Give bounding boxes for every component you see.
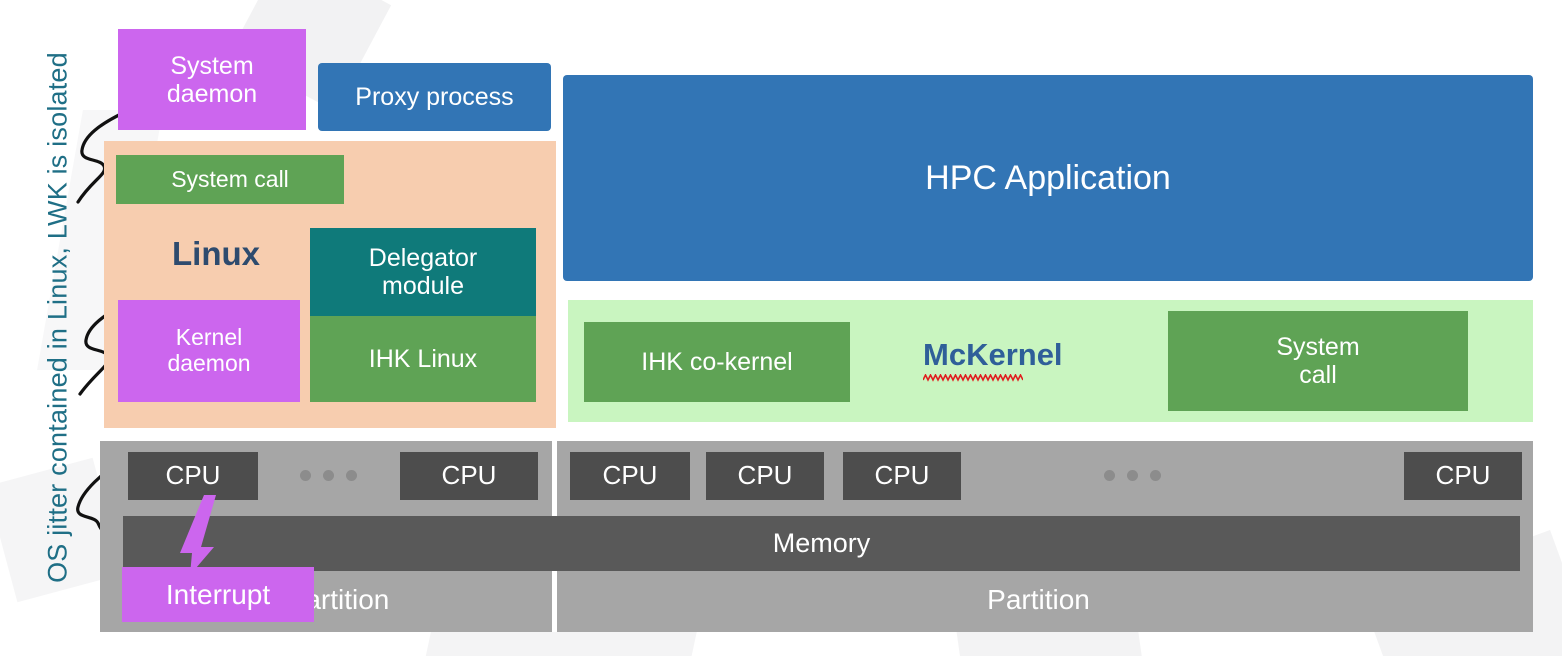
proxy-process-label: Proxy process [355,83,514,111]
memory-label: Memory [772,528,871,559]
ihk-linux-box[interactable]: IHK Linux [310,316,536,402]
ihk-co-kernel-box[interactable]: IHK co-kernel [584,322,850,402]
system-daemon-label-line1: System [170,51,254,80]
ihk-linux-label: IHK Linux [368,345,478,373]
cpu-box-right-2[interactable]: CPU [706,452,824,500]
mckernel-label: McKernel [923,337,1063,372]
kernel-daemon-box[interactable]: Kernel daemon [118,300,300,402]
cpu-box-right-3[interactable]: CPU [843,452,961,500]
system-daemon-box[interactable]: System daemon [118,29,306,130]
cpu-label: CPU [1435,460,1491,491]
partition-label-right-wrapper: Partition [557,571,1520,629]
cpu-label: CPU [874,460,930,491]
mckernel-system-call-label-line1: System [1276,333,1360,361]
memory-bar[interactable]: Memory [123,516,1520,571]
hpc-application-box[interactable]: HPC Application [563,75,1533,281]
cpu-ellipsis-left [300,470,357,481]
system-daemon-label-line2: daemon [166,79,258,108]
ellipsis-dot [300,470,311,481]
interrupt-callout-box[interactable]: Interrupt [122,567,314,622]
cpu-box-right-4[interactable]: CPU [1404,452,1522,500]
cpu-label: CPU [165,460,221,491]
cpu-box-right-1[interactable]: CPU [570,452,690,500]
cpu-label: CPU [441,460,497,491]
spellcheck-squiggle-icon [923,374,1023,382]
ellipsis-dot [346,470,357,481]
linux-label: Linux [172,235,260,272]
delegator-module-label-line1: Delegator [368,244,478,272]
ellipsis-dot [1150,470,1161,481]
ellipsis-dot [1127,470,1138,481]
ellipsis-dot [1104,470,1115,481]
mckernel-system-call-box[interactable]: System call [1168,311,1468,411]
hpc-application-label: HPC Application [925,158,1171,197]
ihk-co-kernel-label: IHK co-kernel [641,348,793,376]
linux-system-call-label: System call [171,165,289,192]
connector-zigzag-top [76,110,127,204]
connector-zigzag-middle [78,301,130,396]
ellipsis-dot [323,470,334,481]
delegator-module-box[interactable]: Delegator module [310,228,536,316]
cpu-label: CPU [602,460,658,491]
kernel-daemon-label-line2: daemon [167,350,251,376]
kernel-daemon-label-line1: Kernel [175,324,243,351]
cpu-box-left-2[interactable]: CPU [400,452,538,500]
partition-label-right: Partition [987,584,1090,616]
interrupt-callout-label: Interrupt [165,578,271,610]
mckernel-label-wrapper: McKernel [923,337,1063,373]
cpu-box-left-1[interactable]: CPU [128,452,258,500]
proxy-process-box[interactable]: Proxy process [318,63,551,131]
cpu-label: CPU [737,460,793,491]
mckernel-system-call-label-line2: call [1299,361,1337,389]
linux-system-call-box[interactable]: System call [116,155,344,204]
cpu-ellipsis-right [1104,470,1161,481]
delegator-module-label-line2: module [382,272,464,300]
interrupt-callout-tail [180,495,216,575]
